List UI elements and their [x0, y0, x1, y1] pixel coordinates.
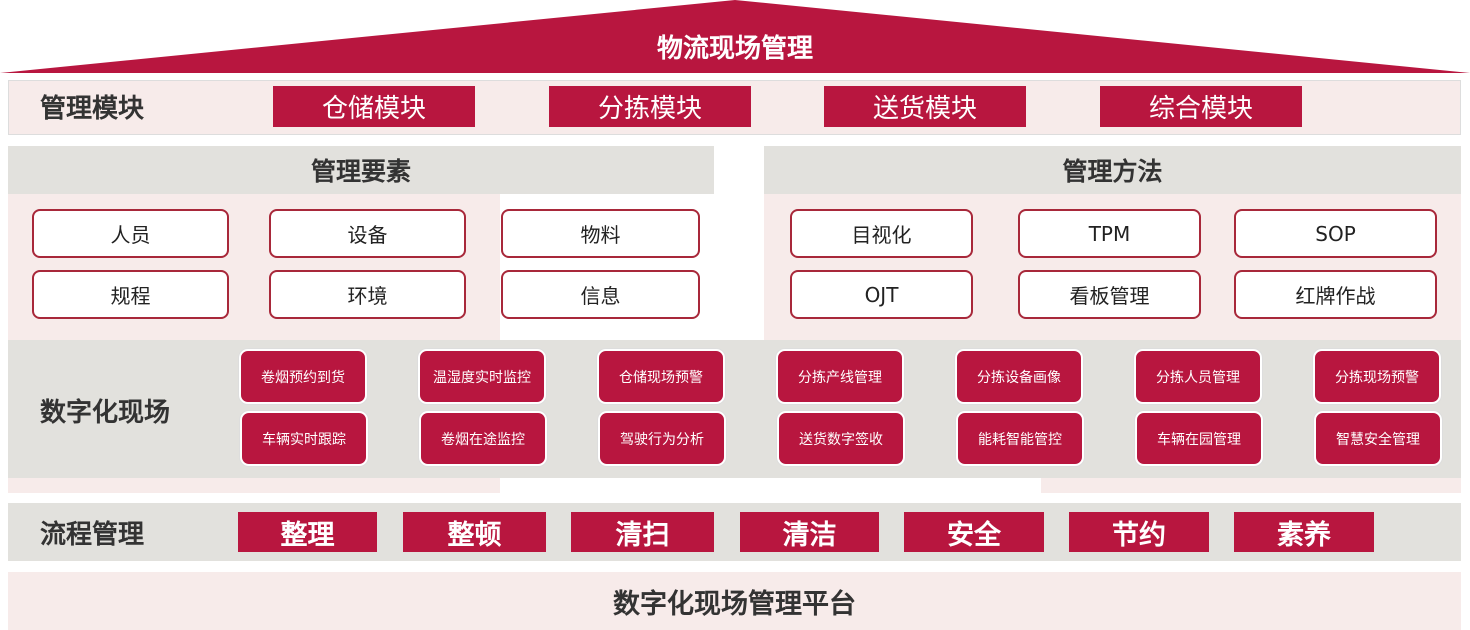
modules-label: 管理模块 [40, 94, 145, 124]
method-sop: SOP [1234, 209, 1437, 258]
element-personnel: 人员 [32, 209, 229, 258]
method-ojt: OJT [790, 270, 973, 319]
module-general[interactable]: 综合模块 [1100, 86, 1302, 127]
roof [0, 0, 1470, 73]
digital-app-button[interactable]: 分拣人员管理 [1134, 349, 1262, 404]
module-warehouse[interactable]: 仓储模块 [273, 86, 475, 127]
process-saving[interactable]: 节约 [1069, 512, 1209, 552]
process-set[interactable]: 整顿 [403, 512, 546, 552]
page-title: 物流现场管理 [656, 33, 813, 64]
digital-app-button[interactable]: 能耗智能管控 [956, 411, 1084, 466]
digital-app-button[interactable]: 分拣设备画像 [955, 349, 1083, 404]
element-procedure: 规程 [32, 270, 229, 319]
process-shine[interactable]: 清扫 [571, 512, 714, 552]
module-sorting[interactable]: 分拣模块 [549, 86, 751, 127]
process-sort[interactable]: 整理 [238, 512, 377, 552]
module-delivery[interactable]: 送货模块 [824, 86, 1026, 127]
element-information: 信息 [501, 270, 700, 319]
methods-header: 管理方法 [764, 146, 1461, 194]
digital-app-button[interactable]: 送货数字签收 [777, 411, 905, 466]
platform-footer: 数字化现场管理平台 [8, 572, 1461, 630]
digital-app-button[interactable]: 温湿度实时监控 [418, 349, 546, 404]
digital-app-button[interactable]: 卷烟在途监控 [419, 411, 547, 466]
method-kanban: 看板管理 [1018, 270, 1201, 319]
element-equipment: 设备 [269, 209, 466, 258]
process-label: 流程管理 [40, 519, 145, 550]
digital-app-button[interactable]: 分拣产线管理 [776, 349, 904, 404]
digital-bottom-right [1041, 478, 1461, 493]
digital-app-button[interactable]: 驾驶行为分析 [598, 411, 726, 466]
digital-app-button[interactable]: 智慧安全管理 [1314, 411, 1442, 466]
digital-app-button[interactable]: 分拣现场预警 [1313, 349, 1441, 404]
method-visual: 目视化 [790, 209, 973, 258]
element-material: 物料 [501, 209, 700, 258]
digital-app-button[interactable]: 仓储现场预警 [597, 349, 725, 404]
method-red-tag: 红牌作战 [1234, 270, 1437, 319]
digital-app-button[interactable]: 卷烟预约到货 [239, 349, 367, 404]
digital-app-button[interactable]: 车辆在园管理 [1135, 411, 1263, 466]
process-sustain[interactable]: 素养 [1234, 512, 1374, 552]
process-safety[interactable]: 安全 [904, 512, 1044, 552]
process-standardize[interactable]: 清洁 [740, 512, 879, 552]
method-tpm: TPM [1018, 209, 1201, 258]
element-environment: 环境 [269, 270, 466, 319]
elements-header: 管理要素 [8, 146, 714, 194]
digital-app-button[interactable]: 车辆实时跟踪 [240, 411, 368, 466]
digital-label: 数字化现场 [40, 397, 171, 428]
digital-bottom-left [8, 478, 500, 493]
